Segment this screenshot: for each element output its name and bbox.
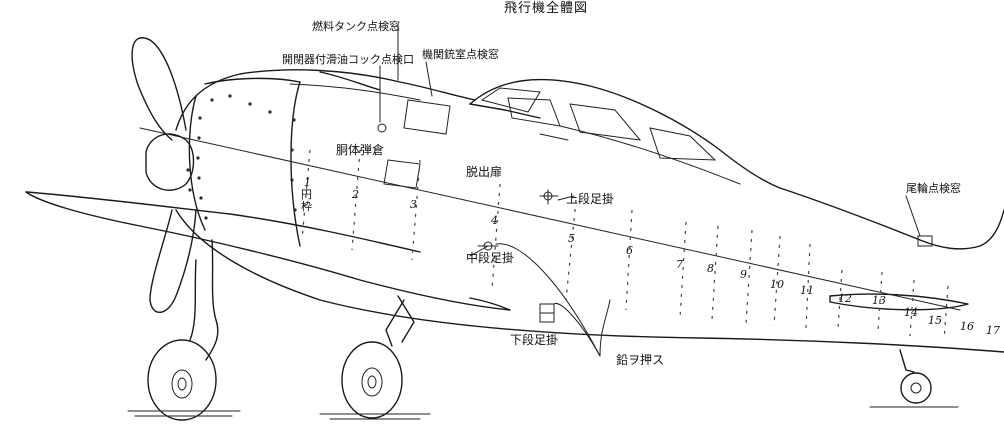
frame-number-15: 15	[928, 314, 942, 327]
frame-1-sub-b: 枠	[301, 199, 312, 213]
upper-step-label: 上段足掛	[566, 191, 614, 206]
frame-number-12: 12	[838, 292, 852, 305]
frame-stations	[301, 149, 949, 341]
tail-wheel	[899, 349, 932, 404]
frame-1-sub-a: 円	[301, 188, 312, 201]
frame-number-14: 14	[904, 306, 918, 319]
canopy	[469, 78, 781, 189]
labels: 飛行機全體図 燃料タンク点検窓 開閉器付滑油コック点検口 機関銃室点検窓 胴体弾…	[282, 0, 961, 367]
frame-1-number: 1	[304, 176, 311, 189]
frame-number-11: 11	[800, 284, 814, 297]
wing	[25, 191, 511, 311]
fuselage	[175, 69, 1004, 353]
ground-lines	[127, 406, 959, 420]
frame-number-6: 6	[626, 244, 633, 257]
frame-number-5: 5	[568, 232, 575, 245]
frame-number-2: 2	[351, 188, 359, 201]
hatch-label: 脱出扉	[466, 164, 502, 179]
middle-step-label: 中段足掛	[466, 250, 514, 265]
diagram-title: 飛行機全體図	[504, 0, 588, 16]
cowling-rivets	[186, 94, 297, 220]
main-gear-right	[341, 295, 415, 419]
frame-number-3: 3	[410, 198, 417, 211]
tail-wheel-label: 尾輪点検窓	[906, 181, 961, 195]
frame-number-17: 17	[986, 324, 1000, 337]
lower-step-label: 下段足掛	[510, 332, 558, 347]
leader-lines	[379, 23, 921, 357]
gun-bay-label: 機関銃室点検窓	[422, 47, 499, 61]
frame-number-9: 9	[740, 268, 747, 281]
lead-weight-label: 鉛ヲ押ス	[616, 353, 664, 367]
frame-number-13: 13	[872, 294, 886, 307]
frame-number-4: 4	[490, 214, 498, 227]
frame-numbers: 2 3 4 5 6 7 8 9 10 11 12 13 14 15 16 17	[351, 188, 1000, 337]
reference-line	[139, 127, 961, 311]
frame-number-7: 7	[676, 258, 683, 271]
fuel-tank-label: 燃料タンク点検窓	[312, 19, 400, 33]
inspection-panels	[377, 99, 569, 189]
frame-number-10: 10	[770, 278, 784, 291]
main-gear-left	[147, 239, 219, 421]
tail	[779, 187, 1004, 311]
propeller	[131, 37, 197, 313]
frame-number-8: 8	[707, 262, 714, 275]
oil-filler-label: 開閉器付滑油コック点検口	[282, 52, 414, 66]
fuselage-bay-label: 胴体弾倉	[336, 142, 384, 157]
frame-number-16: 16	[960, 320, 974, 333]
